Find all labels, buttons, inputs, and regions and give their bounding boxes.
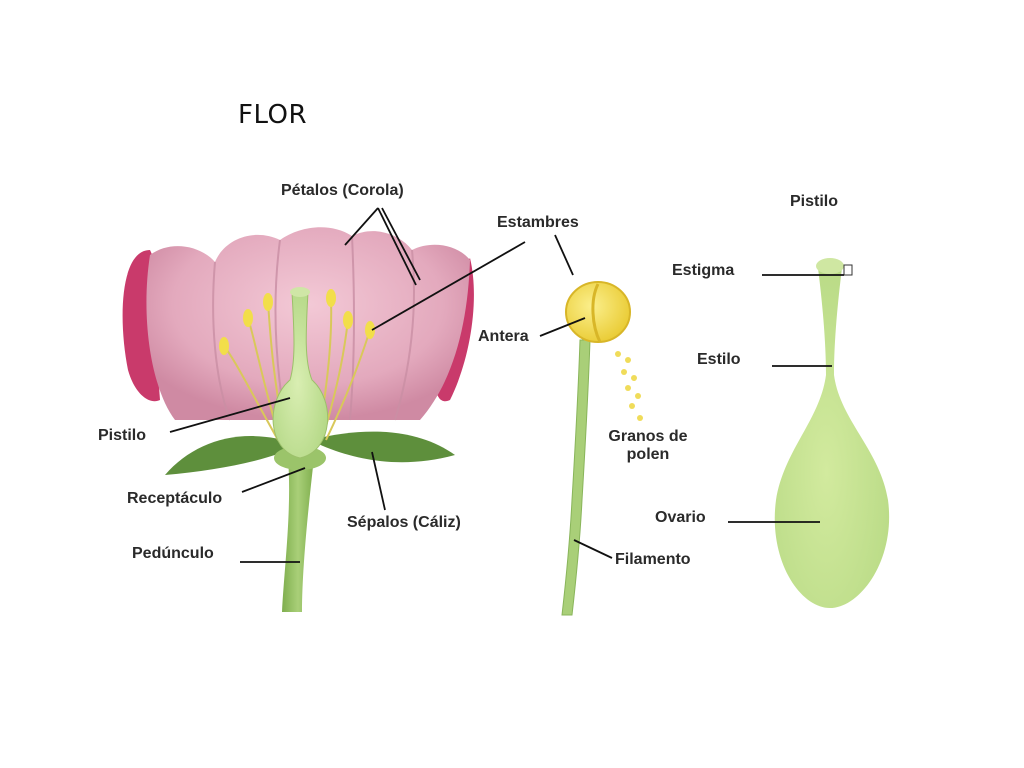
peduncle-label: Pedúnculo xyxy=(132,545,214,562)
pistil-detail-illustration xyxy=(774,258,890,608)
stigma-label: Estigma xyxy=(672,262,735,279)
sepal-right xyxy=(310,431,455,463)
pistil-label: Pistilo xyxy=(98,427,147,444)
filament-stem xyxy=(561,339,591,616)
pollen-label-line1: Granos de xyxy=(608,428,688,445)
anther xyxy=(565,281,631,343)
sepals-label: Sépalos (Cáliz) xyxy=(347,514,461,531)
pistil-body xyxy=(774,268,890,608)
receptacle-label: Receptáculo xyxy=(127,490,223,507)
flower-pistil xyxy=(272,291,329,459)
pollen-label: Granos de polen xyxy=(596,428,700,464)
leader-lines xyxy=(169,207,844,563)
ovary-label: Ovario xyxy=(655,509,706,526)
stamens-label: Estambres xyxy=(497,214,579,231)
flower-anthers xyxy=(219,289,375,355)
filament-label: Filamento xyxy=(615,551,691,568)
peduncle-stem xyxy=(282,458,314,612)
stigma-tip xyxy=(816,258,844,274)
petals-label: Pétalos (Corola) xyxy=(281,182,404,199)
corolla xyxy=(146,227,470,420)
stamen-illustration xyxy=(561,281,643,616)
pollen-label-line2: polen xyxy=(626,446,670,463)
style-label: Estilo xyxy=(697,351,741,368)
flower-illustration xyxy=(122,227,474,612)
anther-label: Antera xyxy=(478,328,529,345)
pistil-detail-heading: Pistilo xyxy=(790,193,839,210)
pollen-grains xyxy=(615,351,643,421)
slide-title: FLOR xyxy=(238,100,308,130)
sepal-left xyxy=(165,436,300,475)
